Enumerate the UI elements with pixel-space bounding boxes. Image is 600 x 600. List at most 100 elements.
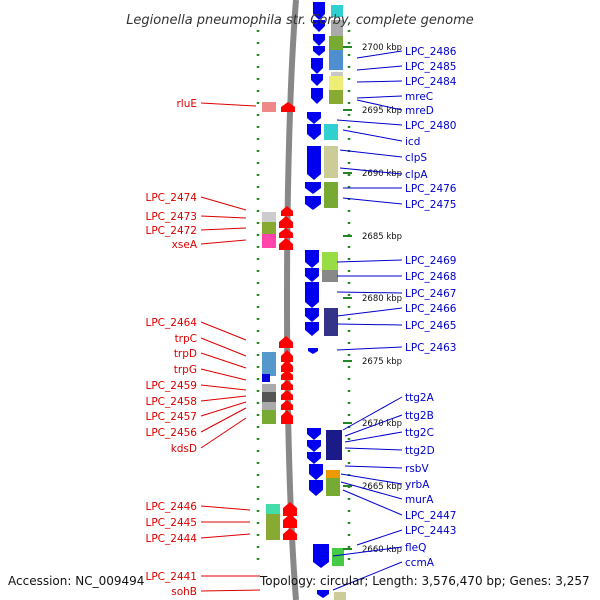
gene-label-rsbv: rsbV bbox=[405, 463, 429, 475]
forward-gene-arrow bbox=[307, 124, 321, 140]
gene-label-trpd: trpD bbox=[174, 348, 197, 360]
leader-line bbox=[342, 489, 403, 516]
gene-label-kdsd: kdsD bbox=[171, 443, 197, 455]
feature-box bbox=[266, 504, 280, 514]
label-leaders bbox=[200, 50, 403, 592]
gene-label-rlue: rluE bbox=[176, 98, 197, 110]
feature-box bbox=[329, 90, 343, 104]
gene-label-trpc: trpC bbox=[175, 333, 197, 345]
feature-box bbox=[262, 402, 276, 410]
accession-text: Accession: NC_009494 bbox=[8, 574, 144, 588]
leader-line bbox=[342, 396, 403, 431]
leader-line bbox=[344, 431, 403, 443]
gene-label-sohb: sohB bbox=[171, 586, 197, 598]
leader-line bbox=[344, 414, 403, 437]
gene-label-lpc-2473: LPC_2473 bbox=[146, 211, 198, 223]
feature-box bbox=[331, 20, 343, 36]
leader-line bbox=[336, 119, 403, 126]
feature-box bbox=[322, 270, 338, 282]
gene-label-lpc-2458: LPC_2458 bbox=[146, 396, 198, 408]
gene-label-lpc-2484: LPC_2484 bbox=[405, 76, 457, 88]
reverse-gene-arrow bbox=[283, 502, 297, 516]
forward-gene-arrow bbox=[309, 480, 323, 496]
leader-line bbox=[200, 227, 247, 231]
gene-label-lpc-2485: LPC_2485 bbox=[405, 61, 457, 73]
forward-gene-arrow bbox=[307, 112, 321, 124]
feature-box bbox=[326, 470, 340, 478]
reverse-gene-arrow bbox=[279, 238, 293, 250]
forward-gene-arrow bbox=[307, 452, 321, 464]
reverse-gene-arrow bbox=[281, 360, 293, 372]
gene-label-lpc-2456: LPC_2456 bbox=[146, 427, 198, 439]
leader-line bbox=[356, 50, 403, 59]
feature-box bbox=[324, 182, 338, 208]
leader-line bbox=[342, 129, 403, 142]
gene-label-xsea: xseA bbox=[172, 239, 198, 251]
gene-label-yrba: yrbA bbox=[405, 479, 430, 491]
leader-line bbox=[200, 395, 247, 402]
scale-tick-label: 2700 kbp bbox=[362, 43, 402, 53]
leader-line bbox=[200, 384, 247, 391]
forward-gene-arrow bbox=[313, 544, 329, 568]
gene-label-lpc-2486: LPC_2486 bbox=[405, 46, 457, 58]
gene-label-lpc-2447: LPC_2447 bbox=[405, 510, 457, 522]
leader-line bbox=[356, 65, 403, 71]
feature-box bbox=[324, 308, 338, 336]
leader-line bbox=[336, 346, 403, 351]
feature-box bbox=[262, 410, 276, 424]
leader-line bbox=[340, 473, 403, 485]
feature-box bbox=[331, 5, 343, 17]
feature-box bbox=[262, 392, 276, 402]
forward-gene-arrow bbox=[305, 322, 319, 336]
forward-gene-arrow bbox=[305, 308, 319, 322]
reverse-gene-arrow bbox=[281, 206, 293, 216]
gene-label-ccma: ccmA bbox=[405, 557, 435, 569]
gene-label-mrec: mreC bbox=[405, 91, 433, 103]
leader-line bbox=[200, 196, 247, 211]
leader-line bbox=[340, 481, 403, 500]
scale-tick-label: 2685 kbp bbox=[362, 232, 402, 242]
leader-line bbox=[200, 407, 247, 433]
leader-line bbox=[200, 589, 261, 592]
leader-line bbox=[344, 465, 403, 469]
leader-line bbox=[356, 80, 403, 83]
gene-label-mura: murA bbox=[405, 494, 434, 506]
genome-backbone bbox=[284, 0, 299, 600]
gene-label-lpc-2468: LPC_2468 bbox=[405, 271, 457, 283]
reverse-gene-arrow bbox=[281, 102, 295, 112]
forward-gene-arrow bbox=[305, 282, 319, 308]
scale-tick-label: 2665 kbp bbox=[362, 482, 402, 492]
reverse-gene-arrow bbox=[281, 390, 293, 400]
leader-line bbox=[356, 95, 403, 99]
feature-box bbox=[262, 384, 276, 392]
gene-label-lpc-2459: LPC_2459 bbox=[146, 380, 198, 392]
gene-label-lpc-2475: LPC_2475 bbox=[405, 199, 457, 211]
feature-box bbox=[329, 76, 343, 90]
feature-box bbox=[332, 548, 344, 566]
gene-label-lpc-2472: LPC_2472 bbox=[146, 225, 198, 237]
gene-label-lpc-2474: LPC_2474 bbox=[146, 192, 198, 204]
forward-gene-arrow bbox=[313, 34, 325, 46]
forward-gene-arrow bbox=[311, 88, 323, 104]
leader-line bbox=[332, 546, 403, 557]
leader-line bbox=[200, 352, 247, 369]
reverse-gene-arrow bbox=[279, 228, 293, 238]
reverse-gene-arrow bbox=[281, 410, 293, 424]
reverse-gene-arrow bbox=[281, 380, 293, 390]
reverse-gene-arrow bbox=[281, 400, 293, 410]
gene-label-lpc-2457: LPC_2457 bbox=[146, 411, 198, 423]
gene-label-ttg2c: ttg2C bbox=[405, 427, 434, 439]
gene-label-lpc-2464: LPC_2464 bbox=[146, 317, 198, 329]
gene-label-lpc-2465: LPC_2465 bbox=[405, 320, 457, 332]
feature-box bbox=[262, 352, 276, 376]
leader-line bbox=[344, 447, 403, 451]
feature-box bbox=[324, 146, 338, 178]
forward-gene-arrow bbox=[311, 74, 323, 86]
forward-gene-arrow bbox=[307, 428, 321, 440]
gene-label-lpc-2466: LPC_2466 bbox=[405, 303, 457, 315]
feature-box bbox=[266, 514, 280, 540]
gene-label-lpc-2443: LPC_2443 bbox=[405, 525, 457, 537]
reverse-gene-arrow bbox=[281, 370, 293, 380]
